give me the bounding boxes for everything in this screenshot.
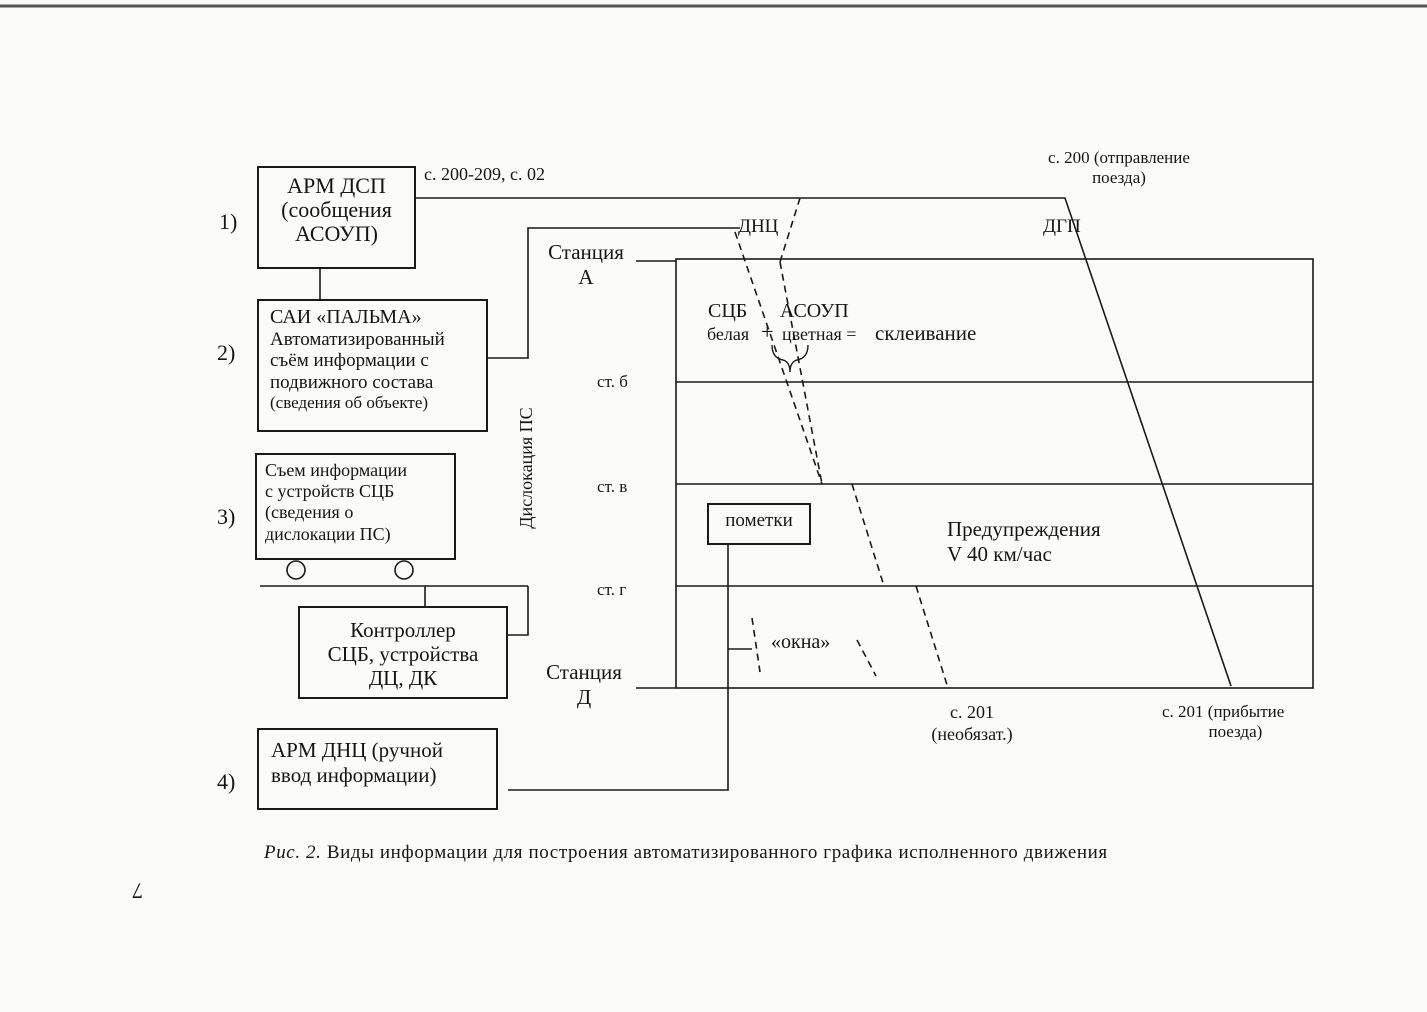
arrival-label: с. 201 (прибытие поезда): [1162, 702, 1284, 743]
arm-dsp-box: АРМ ДСП (сообщения АСОУП): [257, 166, 416, 269]
arm-dnc-line-1: АРМ ДНЦ (ручной: [271, 738, 443, 762]
arm-dsp-line-2: (сообщения: [281, 197, 392, 223]
sem-scb-line-3: (сведения о: [265, 502, 354, 523]
belaya-label: белая: [707, 324, 750, 344]
asoup-label: АСОУП: [780, 300, 849, 322]
sem-scb-line-1: Съем информации: [265, 460, 408, 480]
warnings-label: Предупреждения V 40 км/час: [947, 517, 1101, 567]
gluing-brace: [771, 344, 809, 373]
arm-dsp-line-1: АРМ ДСП: [287, 173, 386, 198]
caption-prefix: Рис. 2.: [264, 842, 322, 863]
controller-box: Контроллер СЦБ, устройства ДЦ, ДК: [298, 606, 508, 699]
graph-frame: [675, 258, 1314, 689]
departure-line-2: поезда): [1092, 167, 1146, 187]
warnings-line-2: V 40 км/час: [947, 542, 1052, 567]
scb-label: СЦБ: [708, 300, 748, 322]
page-number: 7: [132, 878, 143, 904]
dislocation-label: Дислокация ПС: [515, 407, 536, 529]
train-path-3: [915, 585, 949, 689]
arm-dsp-line-3: АСОУП): [295, 221, 378, 247]
sem-scb-line-2: с устройств СЦБ: [265, 481, 395, 502]
item-number-4: 4): [217, 769, 236, 794]
sem-scb-box: Съем информации с устройств СЦБ (сведени…: [255, 453, 456, 560]
controller-line-1: Контроллер: [350, 618, 456, 642]
station-v-label: ст. в: [597, 477, 628, 496]
controller-connection-line: [508, 586, 529, 636]
caption-text: Виды информации для построения автоматиз…: [321, 842, 1108, 863]
station-d-line-1: Станция: [546, 660, 622, 684]
palma-connection-line: [488, 227, 740, 359]
station-a-label: Станция А: [536, 240, 636, 290]
plus-sign: +: [761, 319, 774, 344]
station-a-line-2: А: [578, 265, 594, 290]
messages-label: с. 200-209, с. 02: [424, 164, 545, 184]
arrival-line-1: с. 201 (прибытие: [1162, 702, 1285, 721]
dnc-dash: [779, 197, 801, 263]
station-g-label: ст. г: [597, 580, 627, 599]
dgp-label: ДГП: [1043, 216, 1081, 237]
dsp-connection-line: [416, 197, 1232, 687]
sai-palma-line-2: Автоматизированный: [270, 328, 445, 350]
item-number-2: 2): [217, 340, 236, 365]
cvetnaya-label: цветная =: [782, 324, 857, 344]
train-path-1b: [779, 261, 823, 485]
sensor-circle-right: [394, 560, 414, 580]
sem-scb-line-4: дислокации ПС): [265, 523, 391, 544]
pometki-box: пометки: [707, 503, 811, 545]
controller-line-3: ДЦ, ДК: [368, 666, 438, 691]
okna-label: «окна»: [771, 631, 831, 653]
station-b-label: ст. б: [597, 372, 628, 391]
sai-palma-line-5: (сведения об объекте): [270, 393, 429, 412]
figure-caption: Рис. 2. Виды информации для построения а…: [264, 842, 1108, 863]
controller-line-2: СЦБ, устройства: [327, 642, 479, 667]
okna-mark-1: [751, 617, 761, 673]
sai-palma-box: САИ «ПАЛЬМА» Автоматизированный съём инф…: [257, 299, 488, 432]
arm-dnc-line-2: ввод информации): [271, 763, 437, 788]
departure-line-1: с. 200 (отправление: [1048, 148, 1190, 167]
item-number-1: 1): [219, 209, 238, 234]
dnc-connection-line: [508, 545, 729, 791]
sensor-circle-left: [286, 560, 306, 580]
c201-optional-label: с. 201 (необязат.): [912, 702, 1032, 745]
skleivanie-label: склеивание: [875, 321, 977, 345]
item-number-3: 3): [217, 504, 236, 529]
sai-palma-line-3: съём информации с: [270, 350, 429, 372]
departure-label: с. 200 (отправление поезда): [1024, 148, 1214, 187]
c201-optional-line-1: с. 201: [950, 702, 994, 722]
warnings-line-1: Предупреждения: [947, 517, 1101, 541]
station-d-line-2: Д: [576, 685, 592, 710]
c201-optional-line-2: (необязат.): [931, 723, 1013, 744]
okna-mark-2: [856, 639, 877, 677]
station-d-label: Станция Д: [534, 660, 634, 710]
sai-palma-line-4: подвижного состава: [270, 371, 434, 393]
train-path-2: [851, 483, 885, 587]
sai-palma-line-1: САИ «ПАЛЬМА»: [270, 306, 422, 328]
dnc-label: ДНЦ: [738, 216, 779, 237]
arrival-line-2: поезда): [1208, 722, 1263, 742]
station-a-line-1: Станция: [548, 240, 624, 264]
arm-dnc-box: АРМ ДНЦ (ручной ввод информации): [257, 728, 498, 810]
